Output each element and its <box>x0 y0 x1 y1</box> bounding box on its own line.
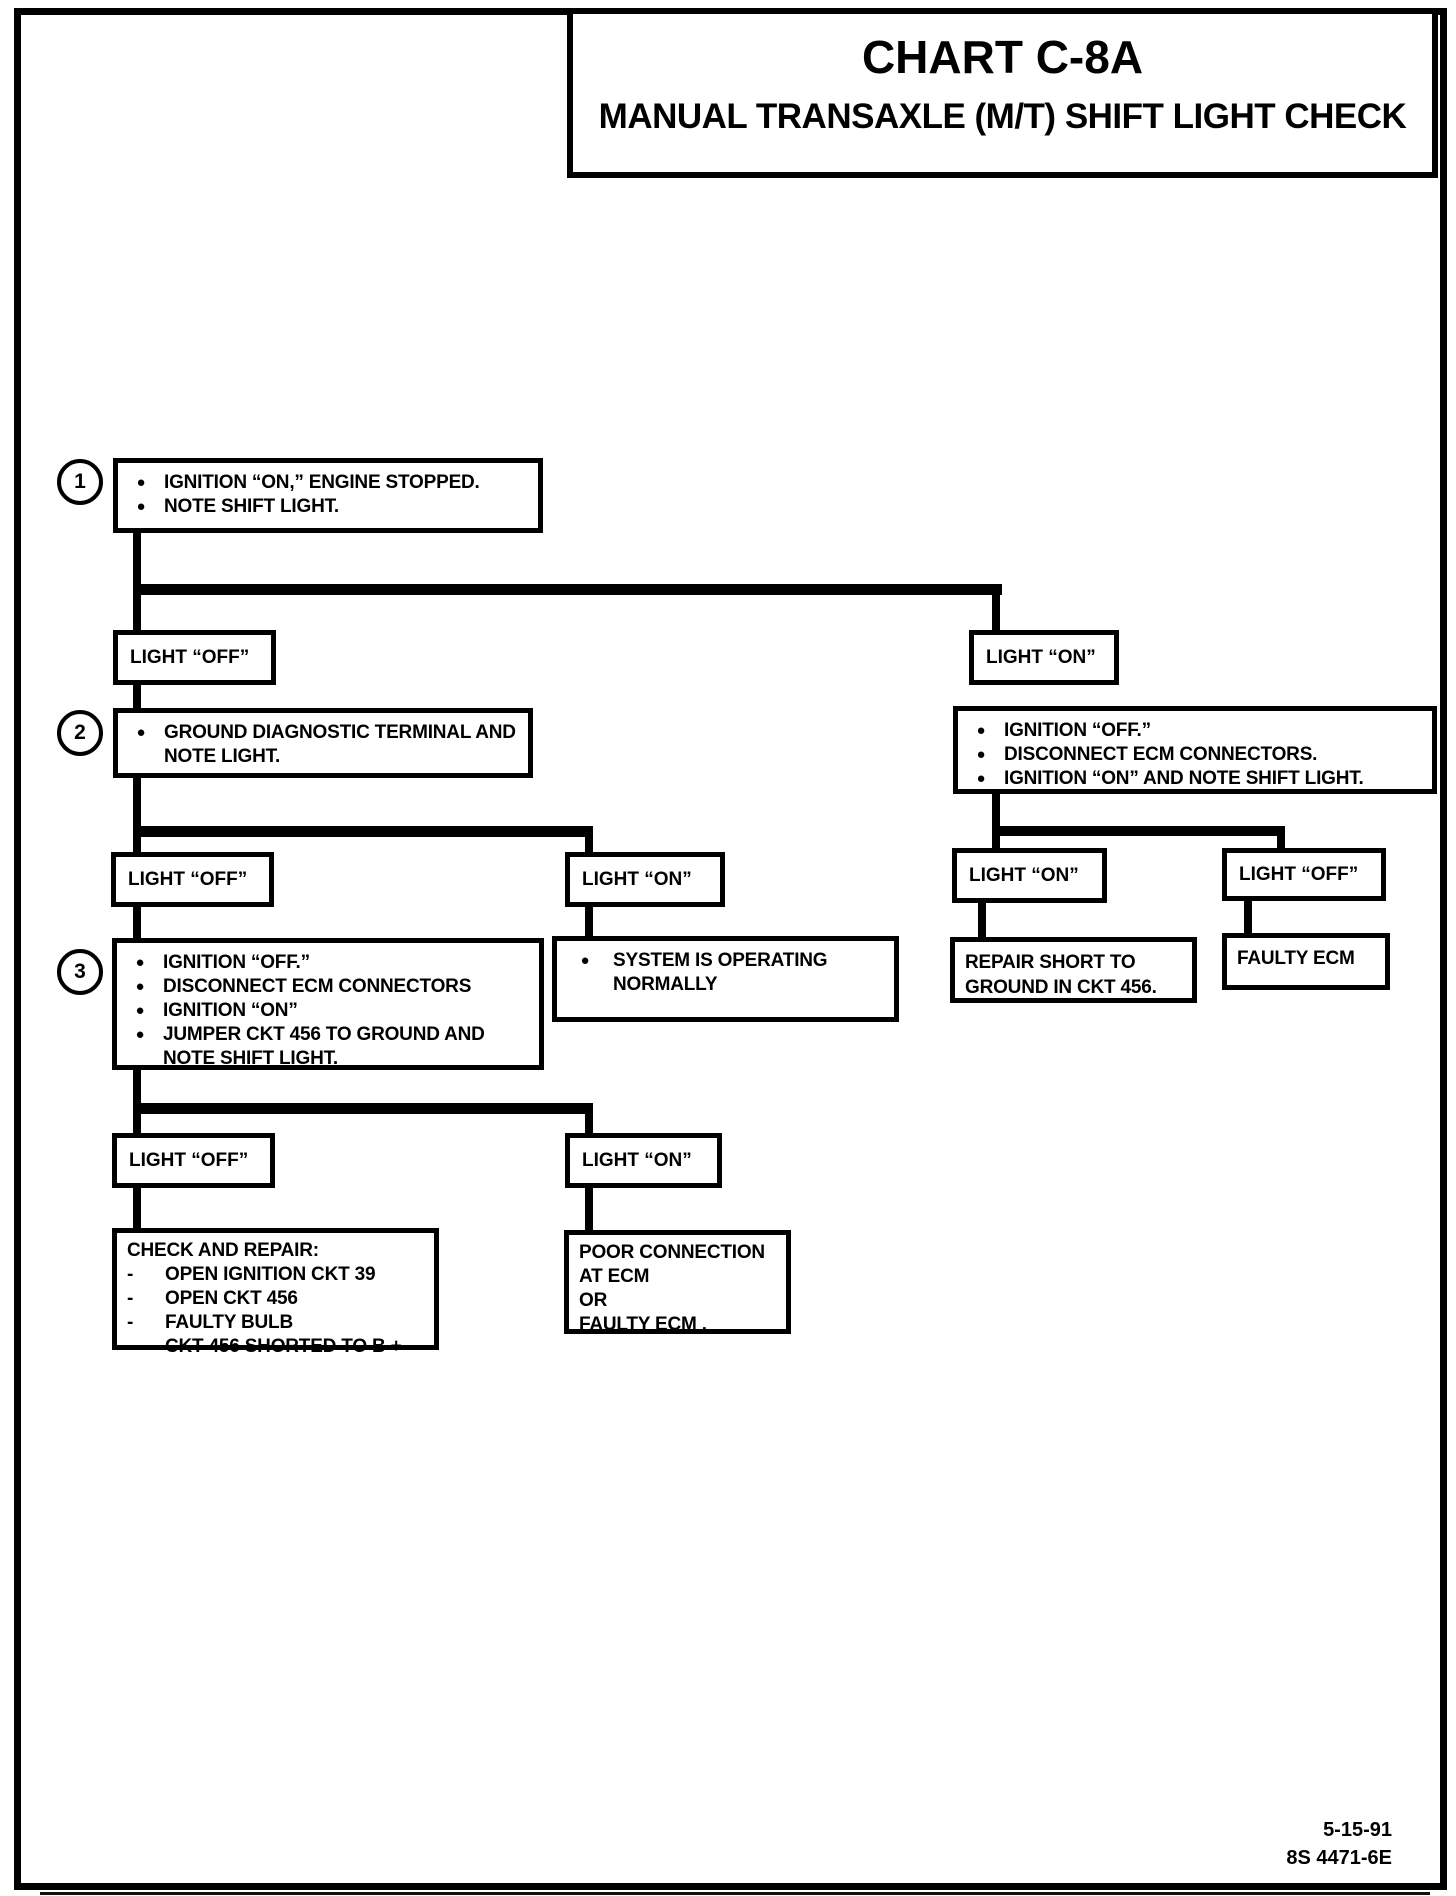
node-text: LIGHT “OFF” <box>130 646 250 668</box>
node-ecm-check: IGNITION “OFF.” DISCONNECT ECM CONNECTOR… <box>953 706 1437 794</box>
node-light-on-2: LIGHT “ON” <box>565 852 725 907</box>
bullet-icon <box>117 975 163 999</box>
connector <box>585 904 593 938</box>
node-poor-connection: POOR CONNECTION AT ECM OR FAULTY ECM . <box>564 1230 791 1335</box>
node-text: SYSTEM IS OPERATING NORMALLY <box>613 950 828 995</box>
bullet-icon <box>118 495 164 519</box>
bullet-icon <box>117 999 163 1023</box>
node-text: AT ECM <box>579 1266 650 1287</box>
dash-icon <box>117 1335 165 1359</box>
bullet-icon <box>958 719 1004 743</box>
chart-title: CHART C-8A <box>861 31 1144 83</box>
dash-icon <box>117 1287 165 1311</box>
node-text: DISCONNECT ECM CONNECTORS. <box>1004 744 1318 765</box>
node-light-off-3: LIGHT “OFF” <box>112 1133 275 1188</box>
node-text: FAULTY ECM . <box>579 1314 707 1335</box>
node-step2: GROUND DIAGNOSTIC TERMINAL AND NOTE LIGH… <box>113 708 533 778</box>
footer-doc-number: 8S 4471-6E <box>1286 1847 1392 1869</box>
node-text: OR <box>579 1290 608 1311</box>
node-light-on-right: LIGHT “ON” <box>952 848 1107 903</box>
connector <box>133 775 141 854</box>
node-faulty-ecm: FAULTY ECM <box>1222 933 1390 990</box>
node-text: LIGHT “ON” <box>582 1149 692 1171</box>
node-step1: IGNITION “ON,” ENGINE STOPPED. NOTE SHIF… <box>113 458 543 533</box>
node-text: OPEN CKT 456 <box>165 1288 298 1309</box>
node-text: LIGHT “OFF” <box>1239 863 1359 885</box>
bullet-icon <box>117 1023 163 1047</box>
node-text: JUMPER CKT 456 TO GROUND AND NOTE SHIFT … <box>163 1024 485 1069</box>
bullet-icon <box>958 743 1004 767</box>
connector <box>133 530 141 632</box>
node-text: IGNITION “ON,” ENGINE STOPPED. <box>164 472 480 493</box>
connector <box>133 826 593 837</box>
bullet-icon <box>557 949 613 973</box>
connector <box>992 584 1000 632</box>
bullet-icon <box>958 767 1004 791</box>
dash-icon <box>117 1263 165 1287</box>
node-text: IGNITION “OFF.” <box>1004 720 1151 741</box>
page-footer: 5-15-91 8S 4471-6E <box>1286 1816 1392 1872</box>
node-text: DISCONNECT ECM CONNECTORS <box>163 976 472 997</box>
node-text: IGNITION “OFF.” <box>163 952 310 973</box>
connector <box>133 904 141 940</box>
chart-title-box: CHART C-8A MANUAL TRANSAXLE (M/T) SHIFT … <box>567 8 1438 178</box>
step-number: 2 <box>74 721 86 744</box>
bullet-icon <box>118 471 164 495</box>
scan-artifact-line <box>40 1892 1430 1895</box>
connector <box>133 584 1002 595</box>
node-check-repair: CHECK AND REPAIR: OPEN IGNITION CKT 39 O… <box>112 1228 439 1357</box>
node-text: IGNITION “ON” AND NOTE SHIFT LIGHT. <box>1004 768 1364 789</box>
node-text: FAULTY BULB <box>165 1312 293 1333</box>
connector <box>978 901 986 939</box>
node-light-off-2: LIGHT “OFF” <box>111 852 274 907</box>
dash-icon <box>117 1311 165 1335</box>
connector <box>585 826 593 854</box>
node-step3: IGNITION “OFF.” DISCONNECT ECM CONNECTOR… <box>112 938 544 1070</box>
connector <box>585 1185 593 1232</box>
connector <box>585 1103 593 1135</box>
bullet-icon <box>117 951 163 975</box>
node-text: LIGHT “ON” <box>582 868 692 890</box>
node-light-off-1: LIGHT “OFF” <box>113 630 276 685</box>
node-repair-short: REPAIR SHORT TO GROUND IN CKT 456. <box>950 937 1197 1003</box>
connector <box>992 792 1000 852</box>
footer-date: 5-15-91 <box>1323 1819 1392 1841</box>
node-text: GROUND DIAGNOSTIC TERMINAL AND NOTE LIGH… <box>164 722 516 767</box>
connector <box>133 1103 593 1114</box>
connector <box>133 1067 141 1135</box>
step-number-badge-1: 1 <box>57 459 103 505</box>
connector <box>133 1185 141 1230</box>
node-system-normal: SYSTEM IS OPERATING NORMALLY <box>552 936 899 1022</box>
node-light-on-3: LIGHT “ON” <box>565 1133 722 1188</box>
connector <box>133 682 141 710</box>
node-light-off-right: LIGHT “OFF” <box>1222 848 1386 901</box>
connector <box>1244 899 1252 935</box>
node-text: LIGHT “OFF” <box>128 868 248 890</box>
connector <box>1277 826 1285 852</box>
node-text: POOR CONNECTION <box>579 1242 765 1263</box>
node-text: IGNITION “ON” <box>163 1000 298 1021</box>
node-heading: CHECK AND REPAIR: <box>127 1240 319 1261</box>
chart-subtitle: MANUAL TRANSAXLE (M/T) SHIFT LIGHT CHECK <box>598 96 1407 136</box>
node-text: REPAIR SHORT TO GROUND IN CKT 456. <box>965 952 1157 998</box>
node-text: FAULTY ECM <box>1237 948 1355 969</box>
node-text: NOTE SHIFT LIGHT. <box>164 496 339 517</box>
node-text: LIGHT “OFF” <box>129 1149 249 1171</box>
connector <box>992 826 1285 836</box>
node-text: CKT 456 SHORTED TO B + <box>165 1336 402 1357</box>
bullet-icon <box>118 721 164 745</box>
step-number: 1 <box>74 470 86 493</box>
node-text: LIGHT “ON” <box>986 646 1096 668</box>
step-number-badge-3: 3 <box>57 949 103 995</box>
node-text: LIGHT “ON” <box>969 864 1079 886</box>
step-number-badge-2: 2 <box>57 710 103 756</box>
node-text: OPEN IGNITION CKT 39 <box>165 1264 376 1285</box>
step-number: 3 <box>74 960 86 983</box>
node-light-on-1: LIGHT “ON” <box>969 630 1119 685</box>
